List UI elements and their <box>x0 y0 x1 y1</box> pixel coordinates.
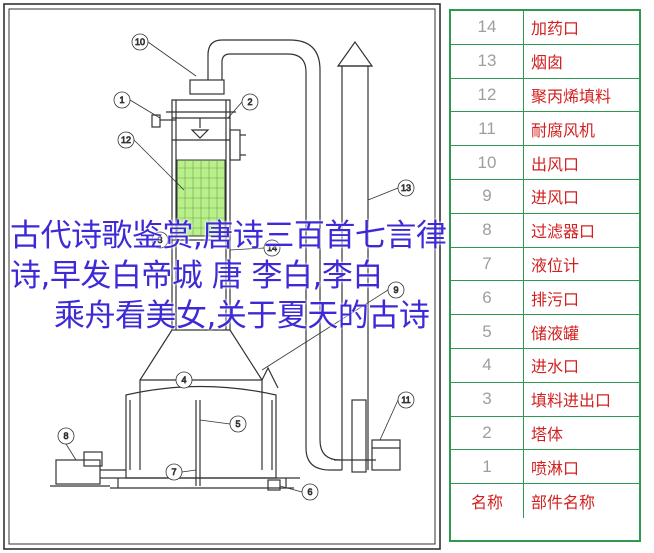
callout-10: 10 <box>131 33 197 77</box>
part-name: 进风口 <box>531 188 580 208</box>
callout-4: 4 <box>146 371 193 389</box>
part-name: 液位计 <box>531 255 580 275</box>
part-name: 储液罐 <box>531 323 580 343</box>
packing-section <box>176 159 226 237</box>
callout-14: 14 <box>229 239 281 257</box>
table-row: 6 排污口 <box>451 281 639 316</box>
svg-text:9: 9 <box>393 285 398 295</box>
callout-1: 1 <box>113 91 161 119</box>
table-header-row: 名称部件名称 <box>451 484 639 518</box>
part-number: 14 <box>451 11 524 44</box>
callout-8: 8 <box>57 427 77 461</box>
callouts: 10 1 2 12 13 4 11 5 8 7 6 14 3 9 <box>57 33 415 501</box>
table-row: 2 塔体 <box>451 416 639 451</box>
table-row: 9 进风口 <box>451 179 639 214</box>
part-name: 出风口 <box>531 154 580 174</box>
part-name: 加药口 <box>531 19 580 39</box>
part-number: 1 <box>451 450 524 484</box>
callout-5: 5 <box>199 415 247 433</box>
part-number: 2 <box>451 416 524 450</box>
svg-text:1: 1 <box>119 95 124 105</box>
part-number: 3 <box>451 382 524 416</box>
drawing-border <box>3 3 441 550</box>
part-number: 5 <box>451 315 524 348</box>
table-row: 13 烟囱 <box>451 44 639 79</box>
svg-text:12: 12 <box>121 135 131 145</box>
svg-text:4: 4 <box>181 375 186 385</box>
svg-text:2: 2 <box>247 97 252 107</box>
callout-13: 13 <box>367 179 415 201</box>
overlay-line-1: 古代诗歌鉴赏,唐诗三百首七言律 <box>10 218 447 254</box>
svg-text:6: 6 <box>307 487 312 497</box>
chimney <box>334 40 401 473</box>
table-row: 1 喷淋口 <box>451 450 639 485</box>
svg-text:10: 10 <box>135 37 145 47</box>
header-part-name: 部件名称 <box>531 493 596 513</box>
part-number: 8 <box>451 213 524 247</box>
callout-12: 12 <box>117 131 185 191</box>
table-row: 12 聚丙烯填料 <box>451 78 639 113</box>
part-number: 10 <box>451 146 524 179</box>
part-name: 进水口 <box>531 357 580 377</box>
part-number: 4 <box>451 348 524 382</box>
table-row: 8 过滤器口 <box>451 213 639 248</box>
part-name: 排污口 <box>531 289 580 309</box>
svg-text:5: 5 <box>235 419 240 429</box>
part-name: 过滤器口 <box>531 222 596 242</box>
part-name: 塔体 <box>531 424 564 444</box>
svg-text:8: 8 <box>63 431 68 441</box>
svg-text:14: 14 <box>267 243 277 253</box>
part-number: 13 <box>451 44 524 78</box>
table-row: 3 填料进出口 <box>451 382 639 417</box>
header-label: 名称 <box>451 484 524 518</box>
part-number: 7 <box>451 247 524 281</box>
table-row: 7 液位计 <box>451 247 639 282</box>
table-row: 10 出风口 <box>451 146 639 180</box>
part-number: 9 <box>451 179 524 213</box>
table-row: 14 加药口 <box>451 11 639 45</box>
table-row: 11 耐腐风机 <box>451 112 639 147</box>
callout-9: 9 <box>261 281 405 371</box>
table-row: 5 储液罐 <box>451 315 639 349</box>
drawing-inner-border <box>8 8 436 545</box>
part-number: 6 <box>451 281 524 315</box>
part-name: 烟囱 <box>531 53 564 73</box>
overlay-title: 古代诗歌鉴赏,唐诗三百首七言律 诗,早发白帝城 唐 李白,李白 乘舟看美女,关于… <box>10 216 640 336</box>
part-name: 聚丙烯填料 <box>531 86 612 106</box>
table-row: 4 进水口 <box>451 348 639 383</box>
part-number: 12 <box>451 78 524 112</box>
part-number: 11 <box>451 112 524 146</box>
overlay-line-3: 乘舟看美女,关于夏天的古诗 <box>54 298 430 334</box>
part-name: 喷淋口 <box>531 458 580 478</box>
svg-text:7: 7 <box>171 467 176 477</box>
callout-7: 7 <box>165 463 197 481</box>
svg-text:13: 13 <box>401 183 411 193</box>
svg-text:11: 11 <box>401 395 410 405</box>
tower-body <box>50 79 300 491</box>
scrubber-tower-drawing: 10 1 2 12 13 4 11 5 8 7 6 14 3 9 <box>3 3 441 550</box>
callout-11: 11 <box>379 391 415 441</box>
overlay-line-2: 诗,早发白帝城 唐 李白,李白 <box>10 258 383 294</box>
callout-2: 2 <box>227 93 259 119</box>
callout-3: 3 <box>151 231 176 249</box>
callout-6: 6 <box>279 483 319 501</box>
part-name: 耐腐风机 <box>531 120 596 140</box>
svg-text:3: 3 <box>157 235 162 245</box>
exhaust-duct <box>207 39 342 471</box>
part-name: 填料进出口 <box>531 391 612 411</box>
